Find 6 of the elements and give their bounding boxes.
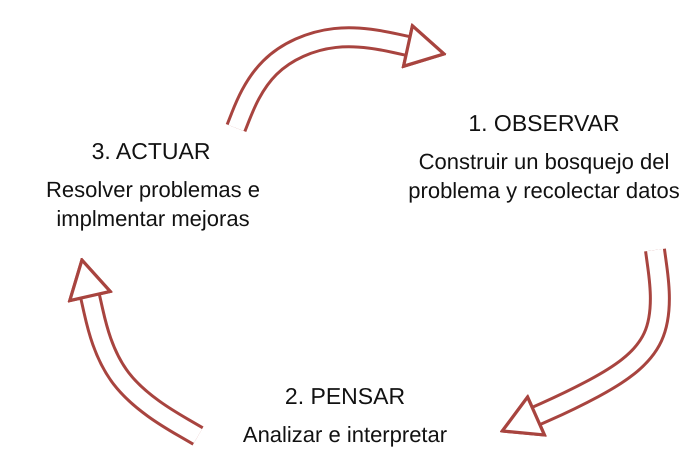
step-heading: 1. OBSERVAR bbox=[467, 110, 621, 137]
step-heading: 2. PENSAR bbox=[284, 383, 406, 410]
step-description: Construir un bosquejo del problema y recolectar datos bbox=[407, 148, 681, 205]
step-description: Analizar e interpretar bbox=[242, 421, 448, 449]
step-description: Resolver problemas e implmentar mejoras bbox=[45, 176, 261, 233]
step-heading: 3. ACTUAR bbox=[90, 138, 212, 165]
